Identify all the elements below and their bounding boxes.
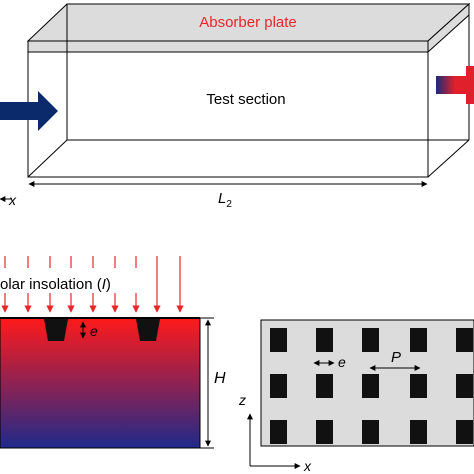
- rib-block: [410, 328, 427, 352]
- rib-block: [410, 374, 427, 398]
- duct-front-face: [27, 51, 429, 178]
- insolation-arrows: [1, 256, 184, 313]
- rib-block: [270, 420, 287, 444]
- height-label: H: [214, 370, 226, 387]
- rib-block: [456, 420, 473, 444]
- absorber-plate-label: Absorber plate: [199, 14, 297, 31]
- rib-block: [362, 328, 379, 352]
- rib-spacing-label: e: [338, 354, 346, 370]
- rib-block: [456, 374, 473, 398]
- duct-cross-section: [0, 317, 201, 449]
- length-label: L2: [218, 190, 232, 210]
- rib-block: [316, 420, 333, 444]
- z-axis-label: z: [238, 392, 246, 408]
- rib-height-label: e: [90, 323, 98, 339]
- x-axis-bottom-label: x: [303, 458, 312, 474]
- rib-profile: [136, 319, 160, 341]
- rib-block: [456, 328, 473, 352]
- rib-block: [270, 328, 287, 352]
- outlet-arrow-icon: [436, 66, 474, 104]
- rib-block: [410, 420, 427, 444]
- rib-block: [362, 420, 379, 444]
- test-section-box: [26, 2, 471, 178]
- solar-insolation-label: olar insolation (I): [0, 276, 111, 293]
- absorber-plate-front: [27, 40, 429, 53]
- test-section-label: Test section: [206, 91, 285, 108]
- rib-profile: [44, 319, 68, 341]
- rib-block: [316, 374, 333, 398]
- inlet-arrow-icon: [0, 91, 58, 131]
- pitch-label: P: [391, 349, 401, 366]
- rib-block: [270, 374, 287, 398]
- rib-block: [316, 328, 333, 352]
- rib-block: [362, 374, 379, 398]
- x-axis-top-label: x: [8, 192, 17, 208]
- rib-block-grid: [270, 328, 473, 444]
